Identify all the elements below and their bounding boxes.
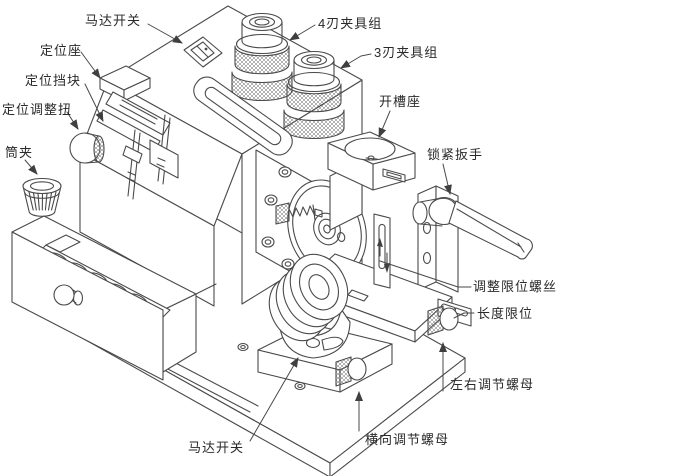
leader-slot-seat	[378, 110, 391, 138]
slot-seat-part	[327, 131, 416, 231]
leader-motor-switch-bottom	[249, 357, 299, 442]
label-motor-switch-bottom: 马达开关	[188, 440, 244, 455]
label-four-blade-fixture: 4刃夹具组	[318, 16, 382, 31]
leader-locating-seat	[80, 51, 101, 79]
carry-handle	[193, 76, 293, 156]
leader-three-blade	[340, 53, 372, 69]
label-lock-wrench: 锁紧扳手	[427, 147, 483, 162]
label-motor-switch-top: 马达开关	[85, 13, 141, 28]
label-slot-seat: 开槽座	[379, 94, 421, 109]
leader-motor-switch-top	[147, 23, 183, 44]
label-left-right-nut: 左右调节螺母	[450, 377, 534, 392]
label-three-blade-fixture: 3刃夹具组	[374, 45, 438, 60]
leader-lock-wrench	[442, 163, 452, 195]
limit-slot-bar	[373, 213, 391, 289]
positioning-assembly	[69, 65, 179, 200]
transverse-nut-part	[335, 356, 367, 387]
collet-part	[22, 177, 62, 217]
part-labels: 马达开关 4刃夹具组 3刃夹具组 定位座 定位挡块 定位调整扭 筒夹 开槽座 锁…	[2, 13, 557, 455]
four-blade-fixture-part	[231, 12, 293, 102]
label-adjust-limit-screw: 调整限位螺丝	[473, 279, 557, 294]
leader-lines	[24, 23, 475, 442]
three-blade-fixture-part	[283, 50, 345, 140]
label-locating-block: 定位挡块	[25, 73, 81, 88]
leader-adjust-limit-screw	[379, 260, 472, 288]
drawer	[11, 215, 197, 381]
label-transverse-nut: 横向调节螺母	[365, 432, 449, 447]
power-switch-part	[183, 36, 223, 68]
lock-wrench-part	[412, 196, 533, 260]
leader-length-limit	[453, 312, 475, 319]
drawer-knob	[53, 284, 84, 306]
label-length-limit: 长度限位	[477, 306, 533, 321]
mount-bosses	[261, 166, 295, 270]
leader-collet	[24, 159, 38, 175]
leader-four-blade	[289, 24, 316, 41]
limit-screw-spring	[275, 202, 323, 225]
left-right-nut-part	[427, 305, 459, 336]
leader-locating-block	[84, 83, 104, 122]
label-collet: 筒夹	[5, 145, 33, 160]
label-locating-adjust-knob: 定位调整扭	[2, 102, 72, 117]
leader-locating-knob	[66, 111, 79, 130]
label-locating-seat: 定位座	[40, 43, 82, 58]
